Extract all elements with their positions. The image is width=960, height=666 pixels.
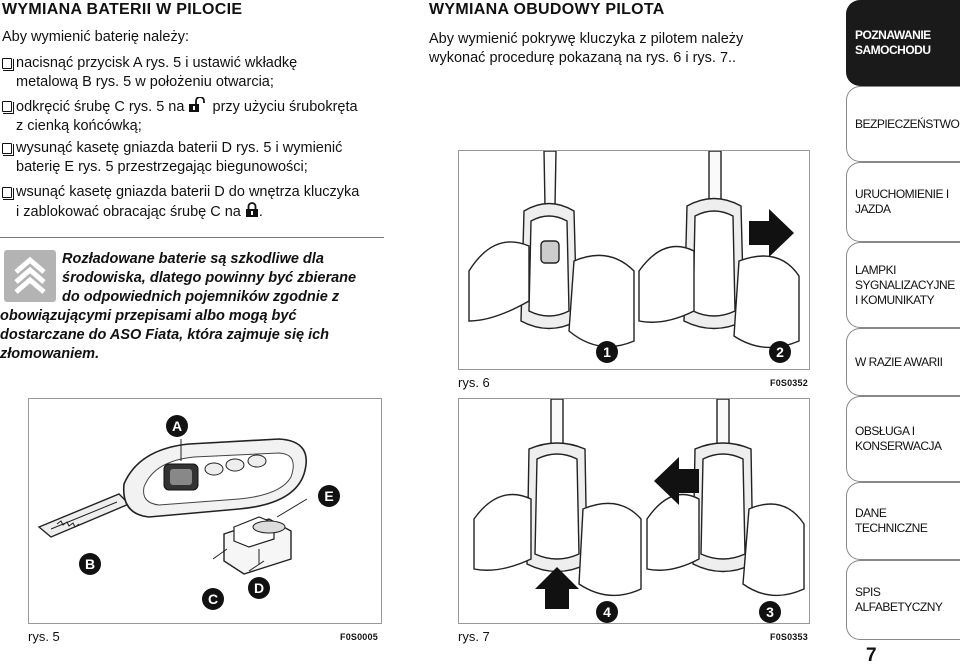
step-3-marker: 3: [759, 601, 781, 623]
recycle-icon: [4, 250, 56, 302]
label-e: E: [318, 485, 340, 507]
checkbox-bullet-icon: [2, 187, 14, 200]
label-b: B: [79, 553, 101, 575]
figure-5-caption: rys. 5: [28, 629, 60, 644]
tab-w-razie-awarii[interactable]: W RAZIE AWARII: [846, 328, 960, 396]
battery-intro: Aby wymienić baterię należy:: [2, 29, 189, 45]
step-1: nacisnąć przycisk A rys. 5 i ustawić wkł…: [2, 54, 297, 92]
tab-uruchomienie-i-jazda[interactable]: URUCHOMIENIE I JAZDA: [846, 162, 960, 242]
figure-6: 1 2: [458, 150, 810, 370]
section-divider: [0, 237, 384, 238]
checkbox-bullet-icon: [2, 58, 14, 71]
step-3: wysunąć kasetę gniazda baterii D rys. 5 …: [2, 139, 342, 177]
label-c: C: [202, 588, 224, 610]
tab-bezpieczenstwo[interactable]: BEZPIECZEŃSTWO: [846, 86, 960, 162]
step-4: wsunąć kasetę gniazda baterii D do wnętr…: [2, 183, 359, 222]
unlock-icon: [189, 97, 206, 112]
figure-6-code: F0S0352: [770, 378, 808, 388]
battery-section-title: WYMIANA BATERII W PILOCIE: [2, 1, 243, 18]
figure-6-caption: rys. 6: [458, 375, 490, 390]
housing-text: Aby wymienić pokrywę kluczyka z pilotem …: [429, 31, 744, 66]
housing-step-3-4-illustration: [473, 399, 805, 609]
tab-lampki-sygnalizacyjne[interactable]: LAMPKI SYGNALIZACYJNE I KOMUNIKATY: [846, 242, 960, 328]
environment-note: Rozładowane baterie są szkodliwe dla śro…: [0, 251, 357, 362]
tab-spis-alfabetyczny[interactable]: SPIS ALFABETYCZNY: [846, 560, 960, 640]
page-number: 7: [866, 645, 877, 666]
housing-section-title: WYMIANA OBUDOWY PILOTA: [429, 1, 665, 18]
tab-dane-techniczne[interactable]: DANE TECHNICZNE: [846, 482, 960, 560]
checkbox-bullet-icon: [2, 101, 14, 114]
step-2-marker: 2: [769, 341, 791, 363]
tab-obsluga-i-konserwacja[interactable]: OBSŁUGA I KONSERWACJA: [846, 396, 960, 482]
housing-step-1-2-illustration: [468, 151, 800, 349]
figure-5-code: F0S0005: [340, 632, 378, 642]
figure-7-caption: rys. 7: [458, 629, 490, 644]
figure-5: A B C D E: [28, 398, 382, 624]
figure-7: 4 3: [458, 398, 810, 624]
label-d: D: [248, 577, 270, 599]
step-4-marker: 4: [596, 601, 618, 623]
checkbox-bullet-icon: [2, 143, 14, 156]
step-1-marker: 1: [596, 341, 618, 363]
label-a: A: [166, 415, 188, 437]
chapter-tabs: POZNAWANIE SAMOCHODU BEZPIECZEŃSTWO URUC…: [846, 0, 960, 640]
key-battery-illustration: [37, 438, 308, 575]
tab-poznawanie-samochodu[interactable]: POZNAWANIE SAMOCHODU: [846, 0, 960, 86]
figure-7-code: F0S0353: [770, 632, 808, 642]
lock-icon: [245, 202, 258, 217]
step-2: odkręcić śrubę C rys. 5 na przy użyciu ś…: [2, 97, 358, 136]
